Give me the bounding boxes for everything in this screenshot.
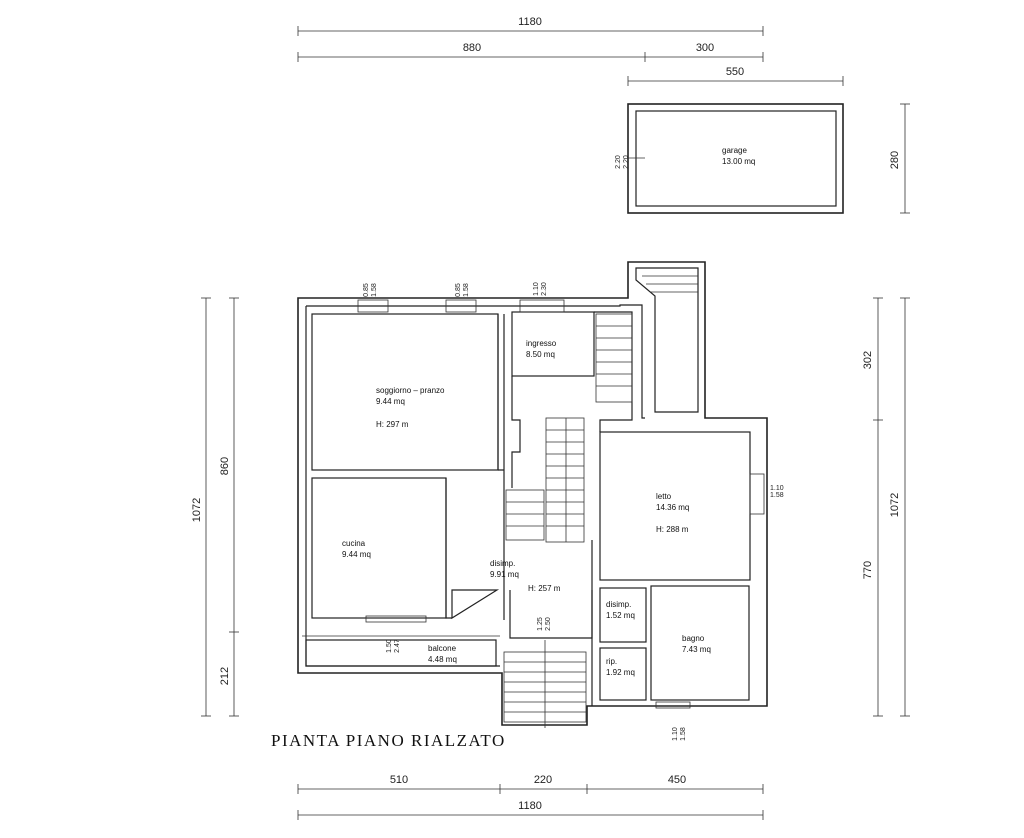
dimension-garage-width: 550 [627,66,844,86]
soggiorno-height: H: 297 m [376,420,409,429]
balcone-label: balcone [428,644,457,653]
opening-cucina-b: 2.47 [394,639,401,653]
opening-w3-a: 1.10 [533,282,540,296]
dim-bottom-mid-text: 220 [534,774,552,786]
dim-garage-width-text: 550 [726,66,744,78]
room-disimp-small: disimp. 1.52 mq [606,600,635,620]
room-cucina: cucina 9.44 mq [342,539,371,559]
dim-garage-depth-text: 280 [889,151,901,169]
dim-right-upper-text: 302 [862,351,874,369]
opening-cucina-a: 1.50 [386,639,393,653]
opening-bagno-b: 1.58 [680,727,687,741]
opening-w2-a: 0.85 [455,283,462,297]
dim-bottom-right-text: 450 [668,774,686,786]
soggiorno-label: soggiorno – pranzo [376,386,445,395]
bagno-area: 7.43 mq [682,645,711,654]
letto-height: H: 288 m [656,525,689,534]
garage-area: 13.00 mq [722,157,755,166]
room-rip: rip. 1.92 mq [606,657,635,677]
dimension-left-total: 1072 [191,297,211,717]
dim-right-lower-text: 770 [862,561,874,579]
dim-top-left-text: 880 [463,42,481,54]
dimension-right-total: 1072 [889,297,910,717]
opening-entry-a: 1.25 [537,617,544,631]
garage: 2.20 2.20 garage 13.00 mq [615,103,844,214]
room-soggiorno: soggiorno – pranzo 9.44 mq H: 297 m [376,386,445,429]
dim-bottom-total-text: 1180 [518,800,542,812]
dimension-top-total: 1180 [297,16,764,36]
house-walls [297,261,768,728]
dim-left-total-text: 1072 [191,498,203,522]
opening-letto-b: 1.58 [770,492,784,499]
dimension-right-lower: 770 [862,420,883,717]
bagno-label: bagno [682,634,705,643]
room-ingresso: ingresso 8.50 mq [526,339,557,359]
disimp-small-area: 1.52 mq [606,611,635,620]
dim-left-lower-text: 212 [219,667,231,685]
cucina-label: cucina [342,539,366,548]
opening-letto-a: 1.10 [770,485,784,492]
opening-w2-b: 1.58 [463,283,470,297]
dim-left-upper-text: 860 [219,457,231,475]
letto-area: 14.36 mq [656,503,689,512]
garage-opening-b: 2.20 [623,155,630,169]
room-balcone: balcone 4.48 mq [428,644,457,664]
ingresso-label: ingresso [526,339,557,348]
cucina-area: 9.44 mq [342,550,371,559]
opening-bagno-a: 1.10 [672,727,679,741]
soggiorno-area: 9.44 mq [376,397,405,406]
disimp-main-height: H: 257 m [528,584,561,593]
dimension-garage-depth: 280 [889,103,910,214]
disimp-small-label: disimp. [606,600,631,609]
dimension-right-upper: 302 [862,297,883,421]
opening-w3-b: 2.30 [541,282,548,296]
plan-title: PIANTA PIANO RIALZATO [271,731,506,750]
dimension-bottom-split: 510 220 450 [297,774,764,794]
dim-bottom-left-text: 510 [390,774,408,786]
garage-opening-a: 2.20 [615,155,622,169]
ingresso-area: 8.50 mq [526,350,555,359]
dimension-bottom-total: 1180 [297,800,764,820]
dimension-left-split: 860 212 [219,297,239,717]
dim-right-total-text: 1072 [889,493,901,517]
disimp-main-area: 9.91 mq [490,570,519,579]
room-bagno: bagno 7.43 mq [682,634,711,654]
disimp-main-label: disimp. [490,559,515,568]
dim-top-right-text: 300 [696,42,714,54]
balcone-area: 4.48 mq [428,655,457,664]
dimension-top-split: 880 300 [297,42,764,62]
rip-area: 1.92 mq [606,668,635,677]
letto-label: letto [656,492,672,501]
room-disimp-main: disimp. 9.91 mq H: 257 m [490,559,561,593]
dim-top-total-text: 1180 [518,16,542,28]
opening-w1-b: 1.58 [371,283,378,297]
opening-w1-a: 0.85 [363,283,370,297]
rip-label: rip. [606,657,617,666]
opening-entry-b: 2.50 [545,617,552,631]
room-letto: letto 14.36 mq H: 288 m [656,492,689,534]
garage-label: garage [722,146,747,155]
